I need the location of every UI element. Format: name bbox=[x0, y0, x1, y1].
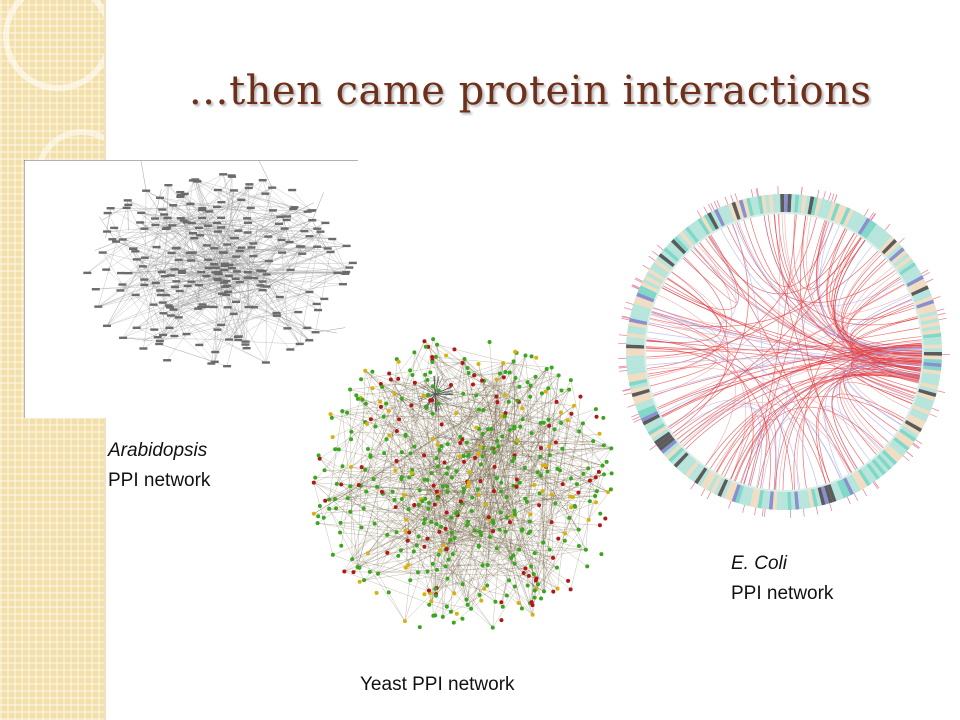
ecoli-caption-name: E. Coli bbox=[731, 553, 787, 574]
arabidopsis-caption-label: PPI network bbox=[108, 470, 211, 491]
yeast-network-image bbox=[311, 337, 614, 630]
ecoli-circular-network-image bbox=[618, 186, 950, 518]
ecoli-caption: E. Coli PPI network bbox=[731, 549, 833, 609]
yeast-caption: Yeast PPI network bbox=[360, 670, 515, 700]
ecoli-caption-label: PPI network bbox=[731, 583, 834, 604]
yeast-caption-label: Yeast PPI network bbox=[360, 674, 515, 695]
arabidopsis-caption: Arabidopsis PPI network bbox=[108, 436, 210, 496]
arabidopsis-caption-name: Arabidopsis bbox=[108, 440, 208, 461]
arabidopsis-network-image bbox=[24, 160, 358, 418]
slide-title: …then came protein interactions bbox=[188, 68, 872, 114]
